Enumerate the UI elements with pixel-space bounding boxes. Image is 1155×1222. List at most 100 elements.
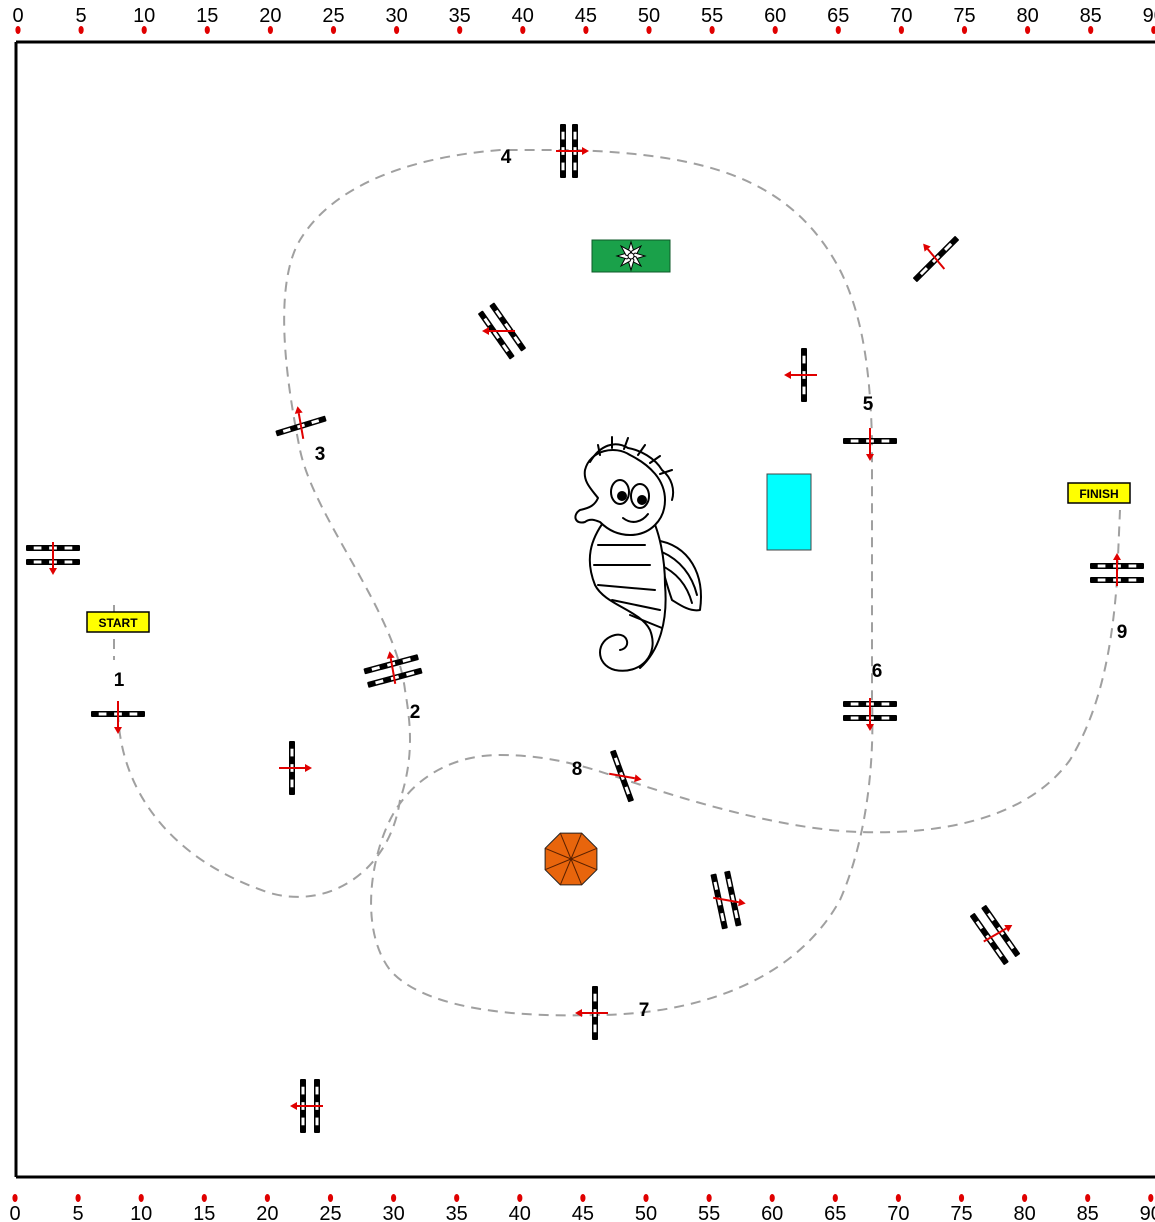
- ruler-top-marker: [1088, 26, 1093, 34]
- ruler-top-label: 90: [1143, 5, 1155, 27]
- ruler-top-marker: [646, 26, 651, 34]
- fence-icon: [784, 348, 817, 402]
- ruler-bottom-marker: [1085, 1194, 1090, 1202]
- ruler-top-label: 65: [827, 5, 849, 27]
- ruler-top-label: 20: [259, 5, 281, 27]
- seahorse-icon: [575, 437, 701, 671]
- fence-icon: [843, 698, 897, 731]
- ruler-bottom-label: 80: [1013, 1203, 1035, 1222]
- ruler-top-label: 0: [12, 5, 23, 27]
- fence-icon: [843, 428, 897, 461]
- ruler-bottom-label: 65: [824, 1203, 846, 1222]
- ruler-bottom-marker: [1148, 1194, 1153, 1202]
- direction-arrow: [784, 371, 817, 379]
- ruler-top-marker: [710, 26, 715, 34]
- direction-arrow: [279, 764, 312, 772]
- ruler-top-marker: [457, 26, 462, 34]
- jump-number-5: 5: [863, 394, 874, 415]
- ruler-bottom-label: 45: [572, 1203, 594, 1222]
- ruler-bottom-marker: [328, 1194, 333, 1202]
- ruler-top-label: 50: [638, 5, 660, 27]
- fence-icon: [361, 644, 424, 691]
- ruler-top-marker: [142, 26, 147, 34]
- ruler-bottom-marker: [391, 1194, 396, 1202]
- ruler-top-marker: [962, 26, 967, 34]
- ruler-top-label: 70: [890, 5, 912, 27]
- ruler-top-marker: [15, 26, 20, 34]
- ruler-top-label: 75: [953, 5, 975, 27]
- ruler-top-label: 80: [1016, 5, 1038, 27]
- ruler-bottom-label: 30: [382, 1203, 404, 1222]
- ruler-bottom-marker: [833, 1194, 838, 1202]
- ruler-top-label: 60: [764, 5, 786, 27]
- ruler-bottom-marker: [959, 1194, 964, 1202]
- ruler-top-label: 15: [196, 5, 218, 27]
- fence-icon: [556, 124, 589, 178]
- jump-number-2: 2: [410, 702, 421, 723]
- ruler-bottom-label: 10: [130, 1203, 152, 1222]
- fence-icon: [900, 223, 966, 289]
- ruler-top-marker: [205, 26, 210, 34]
- ruler-top-marker: [899, 26, 904, 34]
- fence-icon: [967, 899, 1029, 967]
- ruler-bottom-label: 20: [256, 1203, 278, 1222]
- direction-arrow: [114, 701, 122, 734]
- ruler-bottom-marker: [12, 1194, 17, 1202]
- finish-sign: FINISH: [1068, 483, 1130, 503]
- ruler-bottom-marker: [454, 1194, 459, 1202]
- ruler-top-marker: [583, 26, 588, 34]
- ruler-bottom-label: 60: [761, 1203, 783, 1222]
- fences: [26, 124, 1144, 1133]
- ruler-bottom-marker: [76, 1194, 81, 1202]
- ruler-top-marker: [520, 26, 525, 34]
- ruler-top-marker: [331, 26, 336, 34]
- ruler-top-label: 5: [76, 5, 87, 27]
- ruler-bottom-label: 5: [73, 1203, 84, 1222]
- ruler-bottom-label: 40: [509, 1203, 531, 1222]
- jump-number-7: 7: [639, 1000, 650, 1021]
- ruler-top-marker: [1151, 26, 1155, 34]
- ruler-top-label: 30: [385, 5, 407, 27]
- ruler-bottom-label: 75: [950, 1203, 972, 1222]
- fence-icon: [471, 301, 529, 365]
- jump-number-8: 8: [572, 759, 583, 780]
- fence-icon: [91, 701, 145, 734]
- ruler-bottom-label: 25: [319, 1203, 341, 1222]
- svg-text:FINISH: FINISH: [1079, 487, 1118, 501]
- ruler-bottom-marker: [580, 1194, 585, 1202]
- ruler-bottom-marker: [202, 1194, 207, 1202]
- umbrella-icon: [545, 833, 597, 885]
- ruler-bottom-label: 55: [698, 1203, 720, 1222]
- ruler-top-label: 10: [133, 5, 155, 27]
- jump-number-9: 9: [1117, 622, 1128, 643]
- ruler-top-marker: [79, 26, 84, 34]
- ruler-bottom-label: 15: [193, 1203, 215, 1222]
- flower-box: [592, 240, 670, 272]
- ruler-bottom-label: 0: [9, 1203, 20, 1222]
- fence-icon: [290, 1079, 323, 1133]
- arena-border: [16, 42, 1155, 1177]
- fence-icon: [707, 868, 752, 930]
- ruler-top-label: 45: [575, 5, 597, 27]
- ruler-bottom-label: 85: [1077, 1203, 1099, 1222]
- ruler-bottom-label: 35: [446, 1203, 468, 1222]
- svg-text:START: START: [98, 616, 138, 630]
- ruler-bottom-marker: [707, 1194, 712, 1202]
- jump-number-1: 1: [114, 670, 125, 691]
- ruler-bottom-label: 50: [635, 1203, 657, 1222]
- ruler-top-marker: [268, 26, 273, 34]
- cyan-box: [767, 474, 811, 550]
- fence-icon: [279, 741, 312, 795]
- start-sign: START: [87, 612, 149, 632]
- course-track: [114, 150, 1120, 1015]
- ruler-top-marker: [1025, 26, 1030, 34]
- ruler-top-marker: [836, 26, 841, 34]
- ruler-top-label: 55: [701, 5, 723, 27]
- jump-number-4: 4: [501, 147, 512, 168]
- ruler-bottom-label: 70: [887, 1203, 909, 1222]
- fence-icon: [270, 399, 330, 446]
- ruler-top-label: 40: [512, 5, 534, 27]
